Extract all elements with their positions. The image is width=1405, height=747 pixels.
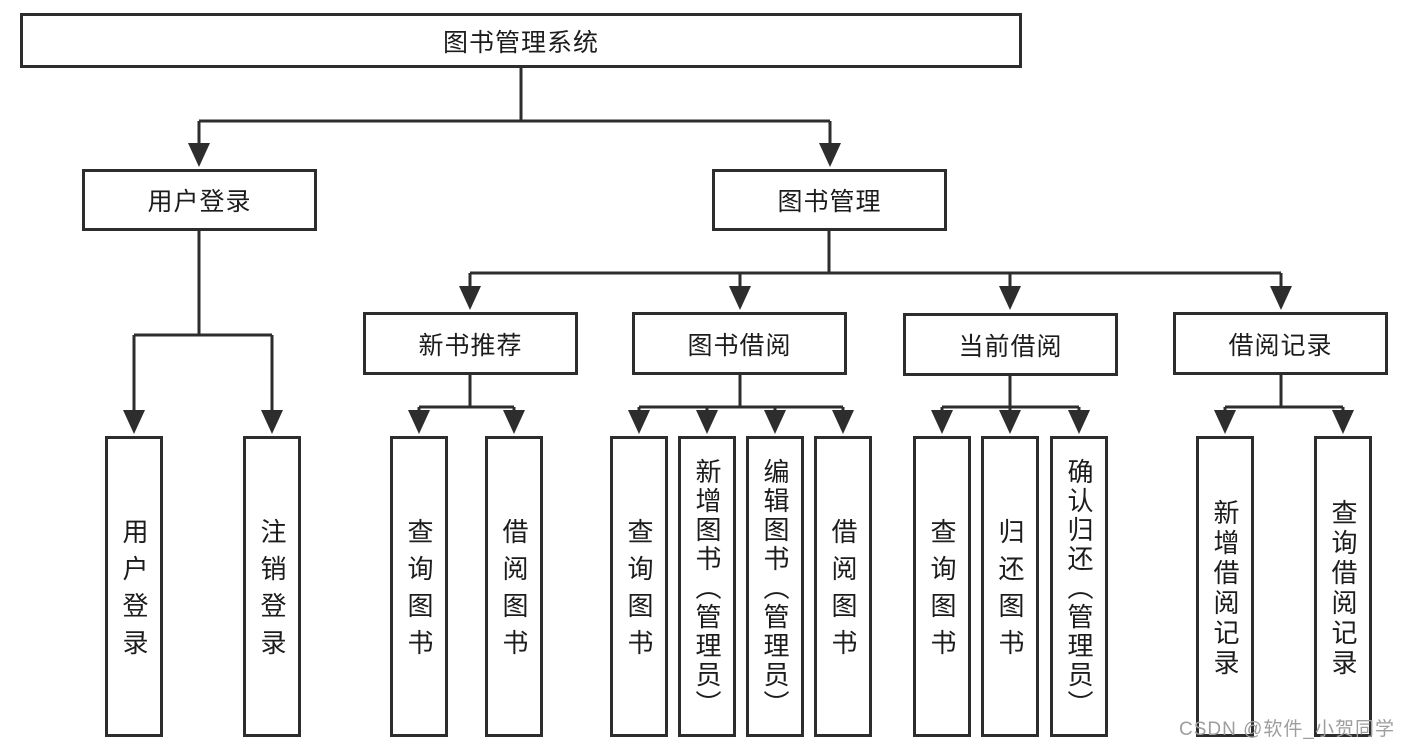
node-leaf-user-login-label: 用户登录 <box>119 518 149 666</box>
node-user-login-module: 用户登录 <box>82 169 317 231</box>
arrow-down-icon <box>408 410 430 434</box>
node-leaf-bb-edit-books-admin-label: 编辑图书（管理员） <box>760 457 790 719</box>
csdn-watermark: CSDN @软件_小贺同学 <box>1179 719 1395 740</box>
arrow-down-icon <box>1068 410 1090 434</box>
node-leaf-bb-borrow-books-label: 借阅图书 <box>828 518 858 666</box>
node-leaf-nb-borrow-books-label: 借阅图书 <box>499 518 529 666</box>
node-leaf-cb-confirm-return-admin: 确认归还（管理员） <box>1050 436 1108 737</box>
node-root-system: 图书管理系统 <box>20 13 1022 68</box>
node-leaf-bb-edit-books-admin: 编辑图书（管理员） <box>746 436 804 737</box>
node-leaf-br-query-record: 查询借阅记录 <box>1314 436 1372 737</box>
node-root-system-label: 图书管理系统 <box>442 28 599 57</box>
node-leaf-cb-confirm-return-admin-label: 确认归还（管理员） <box>1064 457 1094 719</box>
arrow-down-icon <box>628 410 650 434</box>
node-new-book-recommend: 新书推荐 <box>363 312 578 375</box>
node-leaf-br-query-record-label: 查询借阅记录 <box>1328 498 1358 679</box>
node-leaf-nb-borrow-books: 借阅图书 <box>485 436 543 737</box>
node-leaf-bb-add-books-admin: 新增图书（管理员） <box>678 436 736 737</box>
arrow-down-icon <box>1332 410 1354 434</box>
node-leaf-logout: 注销登录 <box>243 436 301 737</box>
node-leaf-nb-query-books: 查询图书 <box>390 436 448 737</box>
node-new-book-recommend-label: 新书推荐 <box>418 331 523 360</box>
arrow-down-icon <box>819 143 841 167</box>
node-leaf-bb-query-books: 查询图书 <box>610 436 668 737</box>
node-leaf-bb-add-books-admin-label: 新增图书（管理员） <box>692 457 722 719</box>
arrow-down-icon <box>764 410 786 434</box>
node-book-management-module: 图书管理 <box>712 169 947 231</box>
node-leaf-cb-return-books-label: 归还图书 <box>995 518 1025 666</box>
node-leaf-cb-return-books: 归还图书 <box>981 436 1039 737</box>
node-leaf-cb-query-books-label: 查询图书 <box>927 518 957 666</box>
arrow-down-icon <box>459 286 481 310</box>
arrow-down-icon <box>729 286 751 310</box>
node-leaf-cb-query-books: 查询图书 <box>913 436 971 737</box>
node-leaf-bb-borrow-books: 借阅图书 <box>814 436 872 737</box>
arrow-down-icon <box>1214 410 1236 434</box>
node-leaf-user-login: 用户登录 <box>105 436 163 737</box>
node-book-management-module-label: 图书管理 <box>777 188 882 216</box>
arrow-down-icon <box>999 286 1021 310</box>
node-user-login-module-label: 用户登录 <box>147 188 252 216</box>
arrow-down-icon <box>188 143 210 167</box>
node-current-borrowing: 当前借阅 <box>903 313 1118 376</box>
node-borrowing-records: 借阅记录 <box>1173 312 1388 375</box>
node-leaf-nb-query-books-label: 查询图书 <box>404 518 434 666</box>
node-leaf-br-add-record: 新增借阅记录 <box>1196 436 1254 737</box>
node-book-borrowing-label: 图书借阅 <box>687 331 792 360</box>
node-current-borrowing-label: 当前借阅 <box>958 332 1063 361</box>
arrow-down-icon <box>123 410 145 434</box>
node-book-borrowing: 图书借阅 <box>632 312 847 375</box>
node-leaf-logout-label: 注销登录 <box>257 518 287 666</box>
node-borrowing-records-label: 借阅记录 <box>1228 331 1333 360</box>
node-leaf-bb-query-books-label: 查询图书 <box>624 518 654 666</box>
arrow-down-icon <box>1270 286 1292 310</box>
arrow-down-icon <box>261 410 283 434</box>
arrow-down-icon <box>999 410 1021 434</box>
arrow-down-icon <box>931 410 953 434</box>
arrow-down-icon <box>503 410 525 434</box>
arrowheads <box>123 143 1354 434</box>
arrow-down-icon <box>832 410 854 434</box>
node-leaf-br-add-record-label: 新增借阅记录 <box>1210 498 1240 679</box>
arrow-down-icon <box>696 410 718 434</box>
